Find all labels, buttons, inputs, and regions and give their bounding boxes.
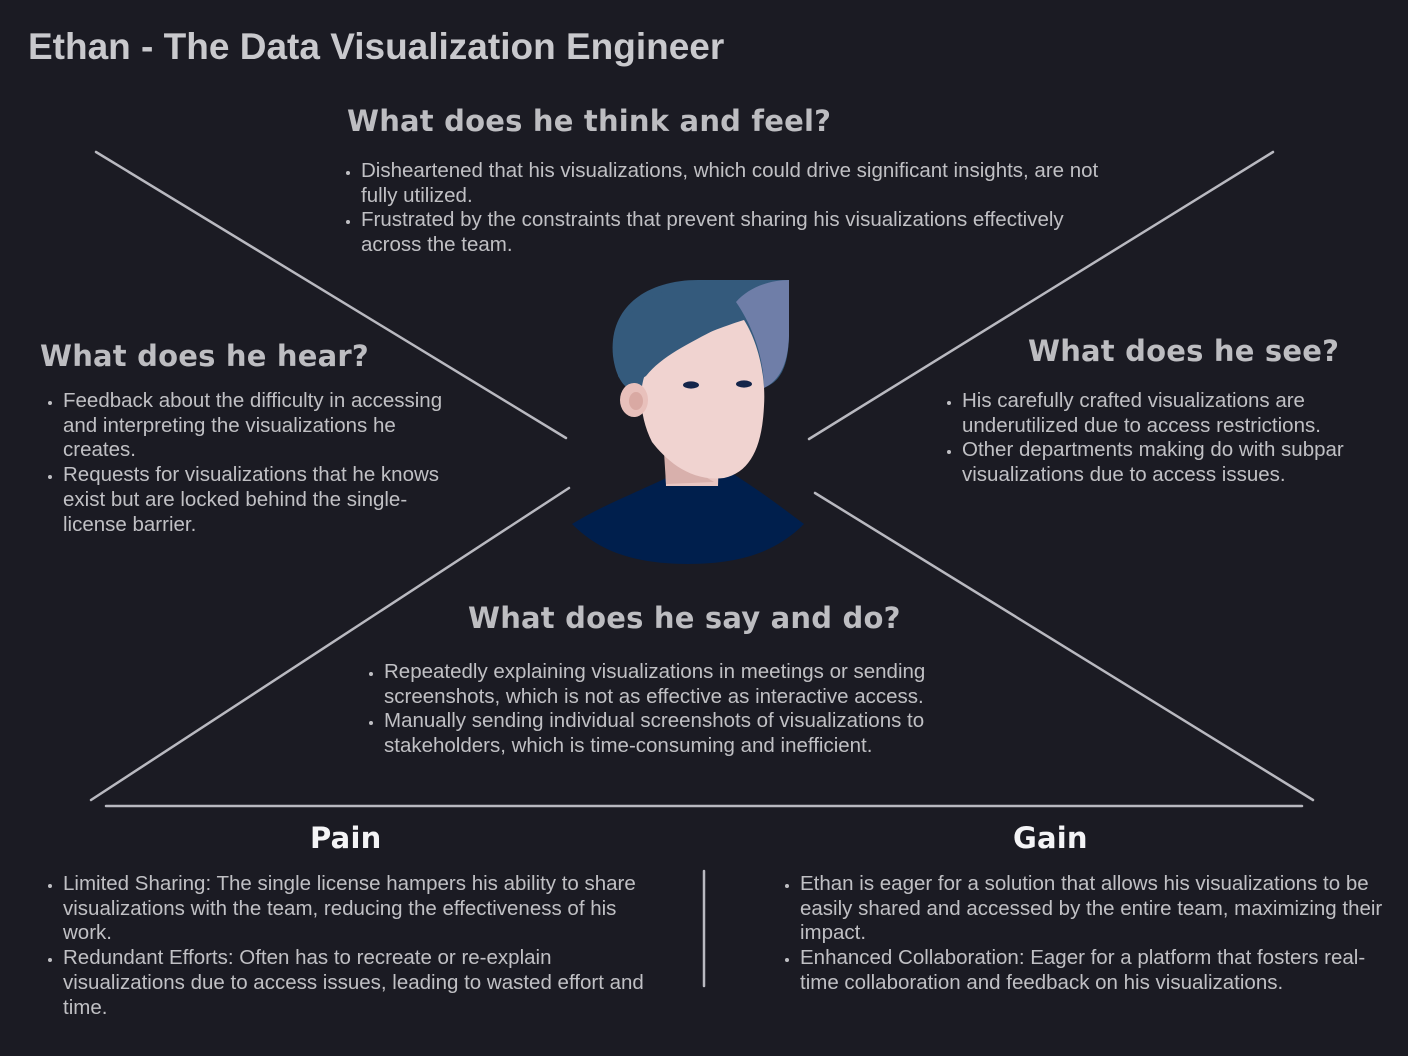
hear-list: Feedback about the difficulty in accessi… bbox=[40, 389, 468, 537]
think-feel-list: Disheartened that his visualizations, wh… bbox=[338, 159, 1121, 258]
hear-heading: What does he hear? bbox=[40, 339, 369, 373]
list-item: Enhanced Collaboration: Eager for a plat… bbox=[800, 946, 1400, 995]
list-item: Ethan is eager for a solution that allow… bbox=[800, 872, 1400, 946]
person-avatar-icon bbox=[572, 280, 804, 564]
say-do-list: Repeatedly explaining visualizations in … bbox=[361, 660, 1024, 759]
list-item: Requests for visualizations that he know… bbox=[63, 463, 468, 537]
list-item: Limited Sharing: The single license hamp… bbox=[63, 872, 653, 946]
see-heading: What does he see? bbox=[1028, 334, 1340, 368]
list-item: Other departments making do with subpar … bbox=[962, 438, 1392, 487]
page-title: Ethan - The Data Visualization Engineer bbox=[28, 26, 725, 67]
say-do-heading: What does he say and do? bbox=[468, 601, 901, 635]
divider-top-right bbox=[807, 150, 1275, 441]
divider-bottom-right bbox=[813, 491, 1315, 802]
see-list: His carefully crafted visualizations are… bbox=[939, 389, 1392, 488]
list-item: Frustrated by the constraints that preve… bbox=[361, 208, 1121, 257]
list-item: Repeatedly explaining visualizations in … bbox=[384, 660, 1024, 709]
pain-list: Limited Sharing: The single license hamp… bbox=[40, 872, 653, 1020]
divider-bottom-left bbox=[89, 486, 571, 802]
gain-list: Ethan is eager for a solution that allow… bbox=[777, 872, 1400, 996]
list-item: Redundant Efforts: Often has to recreate… bbox=[63, 946, 653, 1020]
list-item: Manually sending individual screenshots … bbox=[384, 709, 1024, 758]
list-item: Disheartened that his visualizations, wh… bbox=[361, 159, 1121, 208]
think-feel-heading: What does he think and feel? bbox=[347, 104, 832, 138]
gain-heading: Gain bbox=[1013, 821, 1088, 855]
divider-top-left bbox=[94, 150, 568, 440]
list-item: Feedback about the difficulty in accessi… bbox=[63, 389, 468, 463]
pain-heading: Pain bbox=[310, 821, 382, 855]
list-item: His carefully crafted visualizations are… bbox=[962, 389, 1392, 438]
